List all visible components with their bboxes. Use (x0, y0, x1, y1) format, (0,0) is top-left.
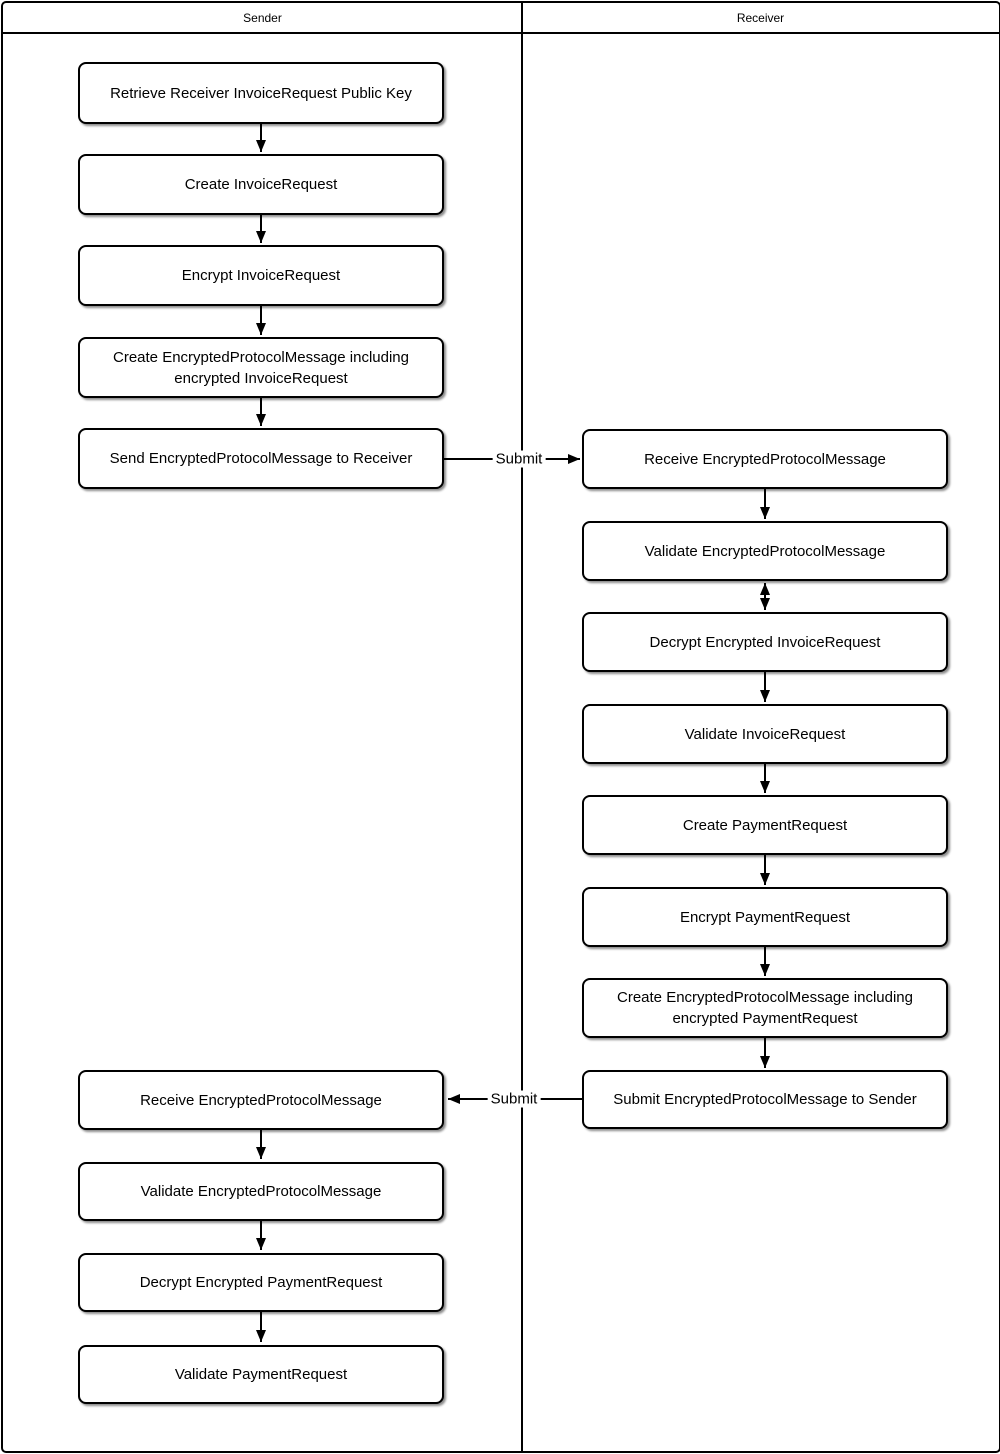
step-encrypt-invoicerequest: Encrypt InvoiceRequest (78, 245, 444, 306)
step-decrypt-encrypted-paymentrequest: Decrypt Encrypted PaymentRequest (78, 1253, 444, 1312)
step-receiver-validate-encryptedprotocolmessage: Validate EncryptedProtocolMessage (582, 521, 948, 581)
step-encrypt-paymentrequest: Encrypt PaymentRequest (582, 887, 948, 947)
lane-title-receiver: Receiver (736, 10, 785, 25)
lane-divider (521, 3, 523, 1451)
edge-label-submit-to-sender: Submit (487, 1090, 541, 1108)
step-create-encryptedprotocolmessage-paymentrequest: Create EncryptedProtocolMessage includin… (582, 978, 948, 1038)
lane-title-sender: Sender (243, 10, 282, 25)
step-sender-receive-encryptedprotocolmessage: Receive EncryptedProtocolMessage (78, 1070, 444, 1130)
step-validate-invoicerequest: Validate InvoiceRequest (582, 704, 948, 764)
step-send-encryptedprotocolmessage-to-receiver: Send EncryptedProtocolMessage to Receive… (78, 428, 444, 489)
step-create-encryptedprotocolmessage-invoicerequest: Create EncryptedProtocolMessage includin… (78, 337, 444, 398)
lane-header-row: Sender Receiver (3, 3, 999, 34)
step-retrieve-receiver-public-key: Retrieve Receiver InvoiceRequest Public … (78, 62, 444, 124)
step-create-paymentrequest: Create PaymentRequest (582, 795, 948, 855)
step-sender-validate-encryptedprotocolmessage: Validate EncryptedProtocolMessage (78, 1162, 444, 1221)
step-create-invoicerequest: Create InvoiceRequest (78, 154, 444, 215)
step-decrypt-encrypted-invoicerequest: Decrypt Encrypted InvoiceRequest (582, 612, 948, 672)
step-receiver-receive-encryptedprotocolmessage: Receive EncryptedProtocolMessage (582, 429, 948, 489)
edge-label-submit-to-receiver: Submit (492, 450, 546, 468)
step-validate-paymentrequest: Validate PaymentRequest (78, 1345, 444, 1404)
step-submit-encryptedprotocolmessage-to-sender: Submit EncryptedProtocolMessage to Sende… (582, 1070, 948, 1129)
